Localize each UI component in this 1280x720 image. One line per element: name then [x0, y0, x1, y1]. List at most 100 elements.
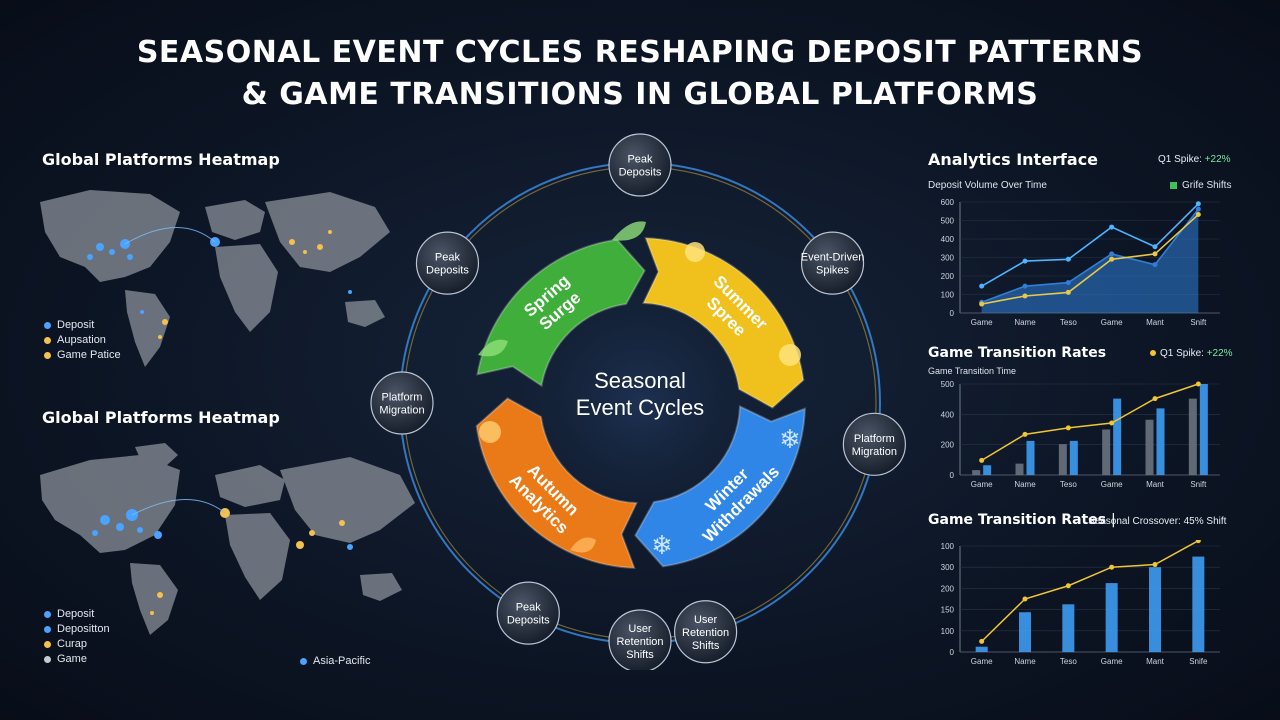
node-bubble — [496, 581, 560, 645]
data-point — [1022, 293, 1028, 299]
y-tick-label: 0 — [950, 648, 955, 657]
legend-label: Curap — [57, 638, 87, 650]
legend-dot — [44, 337, 51, 344]
transition1-kpi: Q1 Spike: +22% — [1150, 348, 1233, 359]
y-tick-label: 300 — [941, 254, 955, 263]
x-tick-label: Name — [1014, 318, 1036, 327]
region-label: Asia-Pacific — [300, 655, 370, 667]
transition2-title: Game Transition Rates | — [928, 512, 1116, 528]
node-label: Migration — [852, 446, 897, 458]
node-label: Peak — [435, 252, 461, 264]
cycle-segment — [634, 404, 806, 568]
x-tick-label: Snift — [1190, 480, 1207, 489]
x-tick-label: Mant — [1146, 318, 1165, 327]
data-point — [1152, 396, 1158, 402]
analytics-legend: Grife Shifts — [1170, 180, 1231, 191]
kpi-label: Q1 Spike: — [1160, 348, 1204, 359]
data-point — [1022, 258, 1028, 264]
y-tick-label: 0 — [950, 471, 955, 480]
world-map-bottom — [40, 443, 415, 635]
node-bubble — [674, 600, 738, 664]
legend-label: Deposit — [57, 319, 95, 331]
y-tick-label: 0 — [950, 309, 955, 318]
y-tick-label: 200 — [941, 272, 955, 281]
legend-item: Curap — [44, 637, 110, 652]
transition1-title: Game Transition Rates — [928, 345, 1107, 361]
data-point — [979, 638, 985, 644]
south-america-shape — [130, 563, 178, 635]
x-tick-label: Game — [971, 480, 993, 489]
kpi-dot — [1150, 350, 1156, 356]
transition1-subtitle: Game Transition Time — [928, 366, 1017, 376]
world-map-top — [40, 190, 390, 367]
bar — [1015, 463, 1024, 475]
kpi-value: +22% — [1204, 154, 1231, 165]
australia-shape — [345, 300, 385, 327]
legend-dot — [44, 611, 51, 618]
x-tick-label: Name — [1014, 480, 1036, 489]
x-tick-label: Mant — [1146, 480, 1165, 489]
cycle-segment — [475, 397, 639, 569]
title-line-1: SEASONAL EVENT CYCLES RESHAPING DEPOSIT … — [136, 35, 1144, 70]
cycle-center-line1: Seasonal — [594, 368, 686, 393]
data-point — [1152, 262, 1158, 268]
node-bubble — [415, 231, 480, 295]
sun-icon — [685, 242, 705, 262]
title-line-2: & GAME TRANSITIONS IN GLOBAL PLATFORMS — [241, 77, 1039, 112]
data-point — [1152, 251, 1158, 257]
legend-dot — [44, 626, 51, 633]
bar — [1019, 612, 1031, 652]
bar — [1199, 384, 1208, 475]
cycle-segment — [641, 237, 805, 409]
y-tick-label: 100 — [941, 627, 955, 636]
sun-icon — [779, 344, 801, 366]
analytics-title: Analytics Interface — [928, 150, 1099, 169]
svg-text:❄: ❄ — [651, 530, 673, 560]
node-label: Peak — [627, 154, 653, 166]
node-label: Spikes — [816, 265, 850, 277]
europe-shape — [205, 200, 265, 240]
y-tick-label: 100 — [941, 542, 955, 551]
legend-dot — [44, 656, 51, 663]
data-point — [1065, 256, 1071, 262]
node-label: Shifts — [692, 640, 720, 652]
data-point — [1195, 381, 1201, 387]
bar — [1058, 444, 1067, 475]
legend-item: Depositton — [44, 622, 110, 637]
data-point — [1109, 564, 1115, 570]
y-tick-label: 200 — [941, 441, 955, 450]
bar — [1188, 398, 1197, 475]
bar — [975, 646, 988, 652]
leaf-icon — [478, 339, 508, 357]
data-point — [1109, 251, 1115, 257]
series-line — [981, 383, 1199, 462]
node-bubble — [608, 609, 672, 670]
node-bubble — [842, 412, 906, 476]
node-label: Platform — [854, 433, 895, 445]
data-point — [1109, 224, 1115, 230]
region-dot — [300, 657, 307, 665]
bar — [1149, 567, 1161, 652]
node-label: Platform — [382, 392, 423, 404]
series-line — [981, 208, 1199, 304]
legend-item: Game — [44, 652, 110, 667]
node-bubble — [800, 231, 865, 295]
bar — [1192, 556, 1205, 652]
north-america-shape — [40, 455, 180, 553]
legend-label: Grife Shifts — [1182, 180, 1232, 191]
area-fill — [981, 209, 1199, 313]
x-tick-label: Teso — [1060, 318, 1077, 327]
analytics-subtitle: Deposit Volume Over Time — [928, 180, 1047, 191]
node-bubble — [370, 371, 434, 435]
greenland-shape — [135, 443, 178, 467]
south-america-shape — [125, 290, 170, 367]
bar — [1105, 583, 1118, 652]
region-label-text: Asia-Pacific — [313, 655, 371, 667]
